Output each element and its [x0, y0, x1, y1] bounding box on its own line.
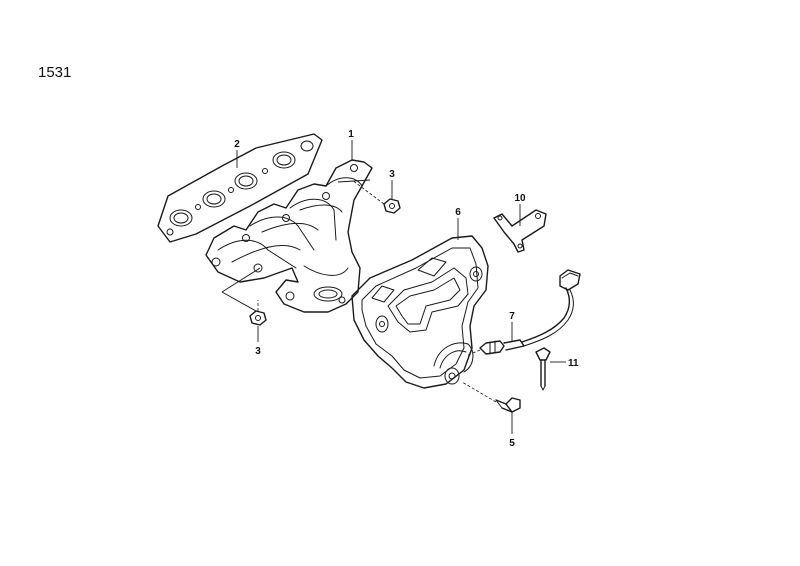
callout-1: 1 [348, 129, 354, 140]
callout-7: 7 [509, 311, 515, 322]
bolt-long [535, 347, 551, 391]
mounting-bracket [493, 209, 547, 253]
callout-6: 6 [455, 207, 461, 218]
exhaust-manifold [205, 159, 373, 313]
exhaust-manifold-gasket [157, 133, 323, 243]
callout-10: 10 [514, 193, 526, 204]
nut-lower [249, 300, 267, 326]
callout-3-upper: 3 [389, 169, 395, 180]
callout-5: 5 [509, 438, 515, 449]
heat-shield [351, 235, 489, 389]
oxygen-sensor [465, 269, 581, 357]
callout-2: 2 [234, 139, 240, 150]
callout-11: 11 [568, 358, 579, 369]
stud-bolt [461, 381, 521, 413]
nut-upper [351, 179, 401, 214]
leader-lines [221, 140, 566, 434]
diagram-number: 1531 [38, 64, 71, 81]
callout-3-lower: 3 [255, 346, 261, 357]
